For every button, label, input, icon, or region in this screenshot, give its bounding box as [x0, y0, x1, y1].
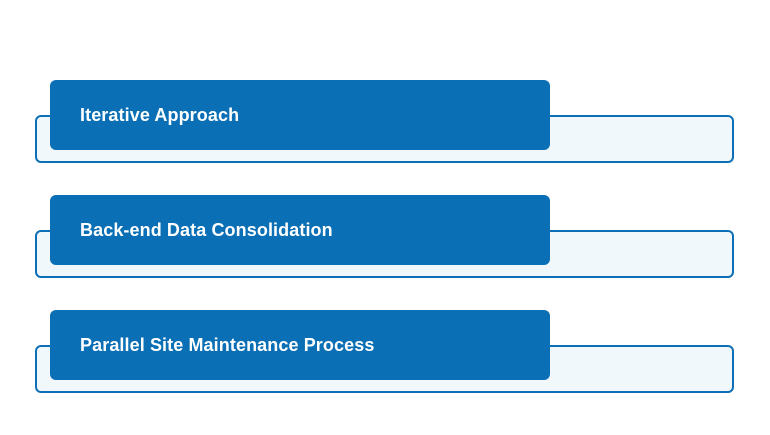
item-header-card: Back-end Data Consolidation: [50, 195, 550, 265]
item-header-card: Iterative Approach: [50, 80, 550, 150]
item-label: Parallel Site Maintenance Process: [80, 334, 375, 355]
list-item: Iterative Approach: [0, 80, 770, 170]
list-item: Back-end Data Consolidation: [0, 195, 770, 285]
item-label: Back-end Data Consolidation: [80, 219, 333, 240]
item-header-card: Parallel Site Maintenance Process: [50, 310, 550, 380]
list-item: Parallel Site Maintenance Process: [0, 310, 770, 400]
item-label: Iterative Approach: [80, 104, 240, 125]
